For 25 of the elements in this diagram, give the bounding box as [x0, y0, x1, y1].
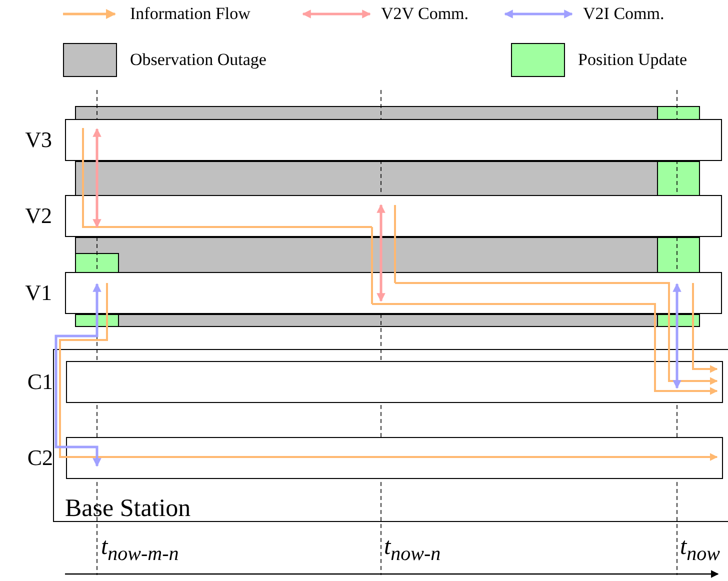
lane-label: V1 [25, 280, 52, 306]
group-title: Base Station [65, 495, 191, 523]
arrow [395, 282, 718, 385]
double-arrow [376, 204, 386, 302]
arrow [59, 283, 718, 461]
lane-label: V3 [25, 127, 52, 153]
legend-label: Observation Outage [130, 50, 266, 70]
flow-line [82, 128, 372, 228]
arrow [372, 303, 718, 395]
legend-label: Information Flow [130, 4, 250, 24]
double-arrow [92, 128, 102, 228]
double-arrow [54, 283, 102, 467]
legend-label: V2V Comm. [381, 4, 469, 24]
double-arrow [672, 283, 682, 389]
arrow [692, 283, 718, 373]
time-label: t$_{now-m-n}$ [101, 534, 179, 566]
legend-label: Position Update [578, 50, 688, 70]
lane-label: C2 [27, 445, 53, 471]
time-label: t$_{now-n}$ [384, 534, 441, 566]
flow-line [394, 205, 396, 283]
time-label: t$_{now}$ [680, 534, 720, 566]
flow-line [371, 227, 373, 304]
lane-label: C1 [27, 369, 53, 395]
legend-label: V2I Comm. [583, 4, 664, 24]
lane-label: V2 [25, 203, 52, 229]
